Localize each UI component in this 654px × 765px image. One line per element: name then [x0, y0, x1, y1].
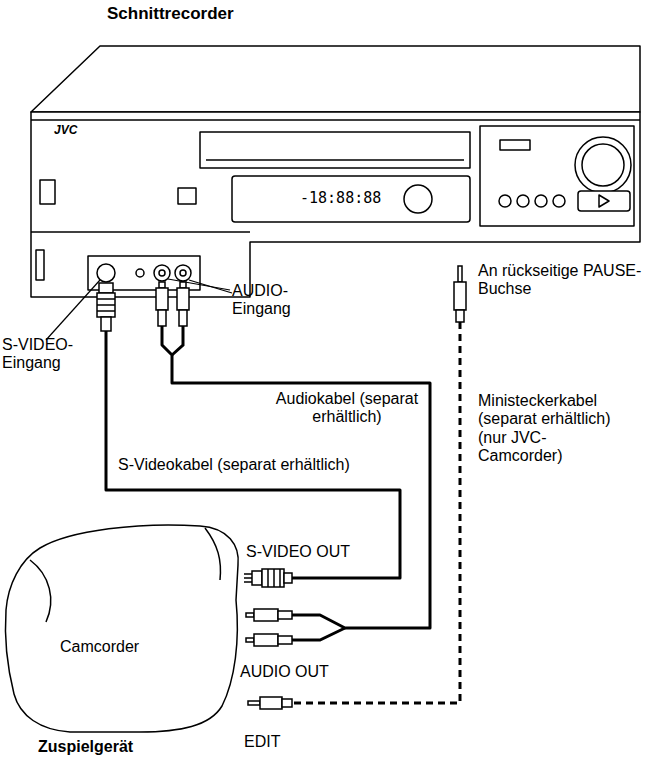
mini-plug-body	[260, 697, 282, 709]
front-button	[40, 180, 55, 204]
audio-jack	[154, 265, 170, 281]
vcr-drawing	[31, 46, 640, 297]
s-video-plug-boot	[101, 317, 111, 331]
s-video-jack	[97, 264, 115, 282]
rca-plug-body	[254, 609, 278, 621]
rca-plug-boot	[158, 310, 166, 326]
mic-jack	[136, 269, 144, 277]
mini-plug-tip	[458, 266, 462, 282]
mini-plug-tip	[248, 701, 260, 705]
plug-grip	[268, 569, 280, 587]
s-video-plug-body	[262, 569, 284, 587]
audio-cable-branch	[172, 326, 183, 355]
vcr-top-face	[31, 46, 640, 112]
rca-plug-pin	[246, 613, 254, 617]
mini-plug-boot	[456, 310, 464, 322]
vcr-side-plugs	[97, 266, 466, 355]
control-key	[500, 140, 530, 150]
vcr-bevel-line	[31, 119, 640, 121]
cassette-slot	[200, 132, 470, 168]
leader-lines	[46, 279, 232, 340]
mini-plug-body	[454, 282, 466, 310]
rca-plug-body	[156, 288, 168, 310]
rca-plug-boot	[278, 611, 292, 619]
audio-jack-pin	[180, 270, 186, 276]
audio-jack	[175, 265, 191, 281]
power-button	[178, 188, 196, 204]
display-window	[232, 176, 470, 222]
audio-jack-pin	[159, 270, 165, 276]
camcorder-lens-line	[30, 560, 51, 622]
cable-label: S-Videokabel (separat erhältlich)	[118, 456, 350, 474]
jack-name: EDIT	[244, 733, 280, 751]
shuttle-dial	[575, 137, 631, 193]
rca-plug-pin	[180, 282, 186, 288]
control-key	[517, 195, 529, 207]
rca-plug-body	[254, 634, 278, 646]
jack-name: S-VIDEO OUT	[246, 543, 350, 561]
rca-plug-body	[177, 288, 189, 310]
s-video-plug-pins	[244, 574, 252, 582]
rca-plug-pin	[246, 638, 254, 642]
plug-grip	[97, 299, 115, 311]
vcr-panel-line	[31, 231, 250, 233]
vcr-body: Schnittrecorder	[30, 45, 642, 298]
s-video-plug-head	[99, 283, 113, 293]
rca-plug-pin	[159, 282, 165, 288]
brand-logo: JVC	[54, 124, 77, 138]
mini-plug-cable	[292, 298, 460, 703]
shuttle-dial-inner	[582, 144, 624, 186]
s-video-plug-head	[252, 571, 262, 585]
jack-name: AUDIO OUT	[240, 663, 329, 681]
s-video-plug-body	[97, 293, 115, 317]
jog-button	[404, 185, 432, 213]
mini-plug-boot	[282, 699, 292, 707]
camcorder-drawing	[5, 525, 238, 732]
control-key	[535, 195, 547, 207]
camcorder-side-plugs	[244, 569, 345, 709]
leader-line	[189, 280, 232, 293]
rca-plug-boot	[179, 310, 187, 326]
control-key	[553, 195, 565, 207]
rca-plug-boot	[278, 636, 292, 644]
play-key	[578, 191, 630, 211]
control-key	[499, 195, 511, 207]
audio-cable-branch	[292, 628, 345, 640]
device-heading: Schnittrecorder	[107, 4, 234, 24]
s-video-cable	[106, 298, 400, 578]
jack-name: An rückseitige PAUSE-Buchse	[478, 262, 648, 299]
cable-label: Audiokabel (separat erhältlich)	[272, 390, 422, 427]
cable-label: Ministeckerkabel (separat erhältlich) (n…	[478, 392, 613, 466]
play-symbol	[599, 195, 609, 207]
panel-latch	[36, 250, 44, 280]
camcorder-outline	[5, 525, 238, 732]
control-panel	[480, 126, 634, 226]
jack-name: AUDIO-Eingang	[232, 282, 302, 319]
leader-line	[46, 280, 100, 340]
s-video-plug-boot	[284, 573, 292, 583]
cassette-flap-line	[206, 159, 464, 161]
display-readout: -18:88:88	[300, 190, 381, 207]
camcorder-body-line	[205, 528, 220, 580]
device-name: Camcorder	[60, 638, 139, 656]
jack-name: S-VIDEO-Eingang	[2, 336, 82, 373]
device-role: Zuspielgerät	[38, 738, 133, 756]
